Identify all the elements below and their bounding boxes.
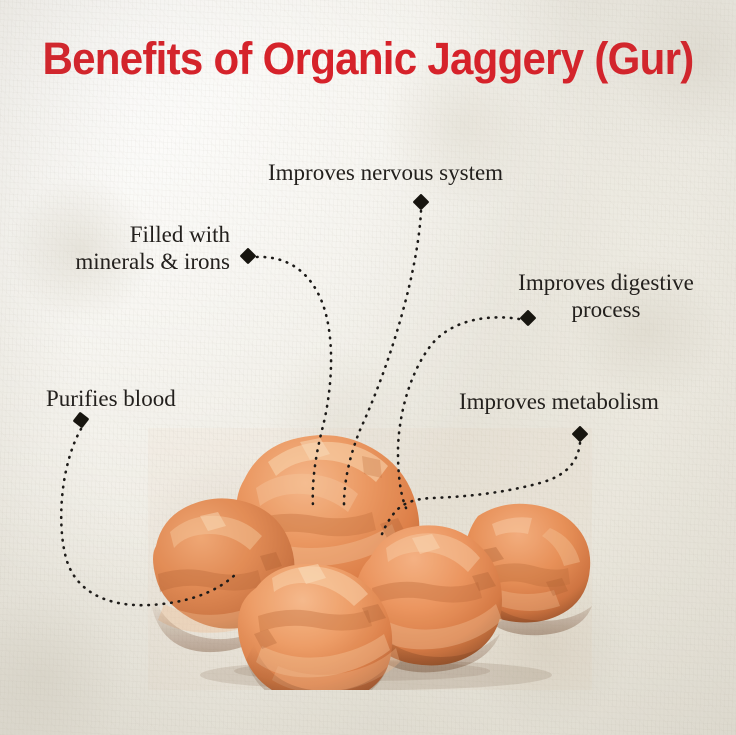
callout-line: Improves digestive [518, 270, 694, 295]
callout-label-improves-metabolism: Improves metabolism [459, 389, 659, 415]
page-title: Benefits of Organic Jaggery (Gur) [42, 33, 695, 84]
jaggery-lumps-image [148, 428, 592, 690]
jaggery-lump-bottom-center [237, 564, 400, 690]
callout-line: process [571, 296, 641, 322]
callout-line: Purifies blood [46, 386, 176, 411]
callout-line: minerals & irons [75, 248, 230, 274]
callout-label-purifies-blood: Purifies blood [46, 386, 176, 412]
callout-label-filled-with-minerals-and-irons: Filled with minerals & irons [60, 222, 230, 276]
callout-line: Filled with [129, 222, 230, 247]
jaggery-lump-center-right [355, 525, 502, 673]
connector-node-minerals [240, 248, 256, 264]
callout-label-improves-nervous-system: Improves nervous system [268, 160, 503, 186]
callout-label-improves-digestive-process: Improves digestive process [506, 270, 706, 324]
connector-node-nervous [413, 194, 429, 210]
callout-line: Improves metabolism [459, 389, 659, 414]
connector-node-purifies [73, 412, 89, 428]
callout-line: Improves nervous system [268, 160, 504, 185]
